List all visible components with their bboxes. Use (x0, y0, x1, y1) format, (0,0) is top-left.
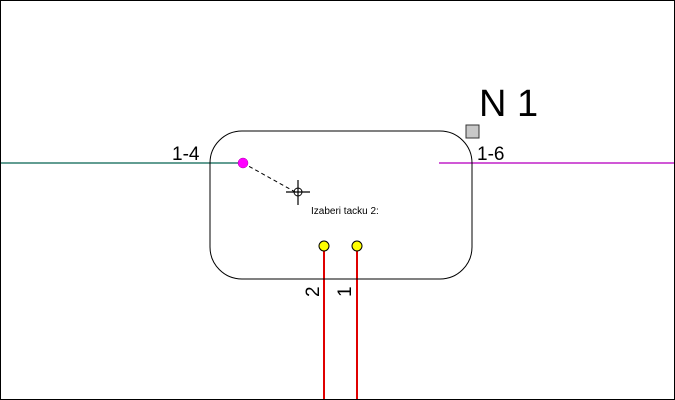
port-label-bottom-a: 2 (303, 286, 324, 297)
square-marker-icon[interactable] (465, 124, 480, 139)
port-label-bottom-b: 1 (335, 286, 356, 297)
selected-point[interactable] (237, 157, 249, 169)
port-label-left: 1-4 (172, 144, 200, 165)
connection-point-2[interactable] (318, 240, 330, 252)
port-label-right: 1-6 (477, 144, 504, 165)
connection-point-1[interactable] (351, 240, 363, 252)
node-box[interactable] (209, 130, 473, 280)
crosshair-cursor-icon (286, 180, 310, 205)
rubber-band-line (242, 162, 298, 194)
command-prompt-text: Izaberi tacku 2: (311, 206, 379, 217)
node-title: N 1 (479, 83, 538, 125)
